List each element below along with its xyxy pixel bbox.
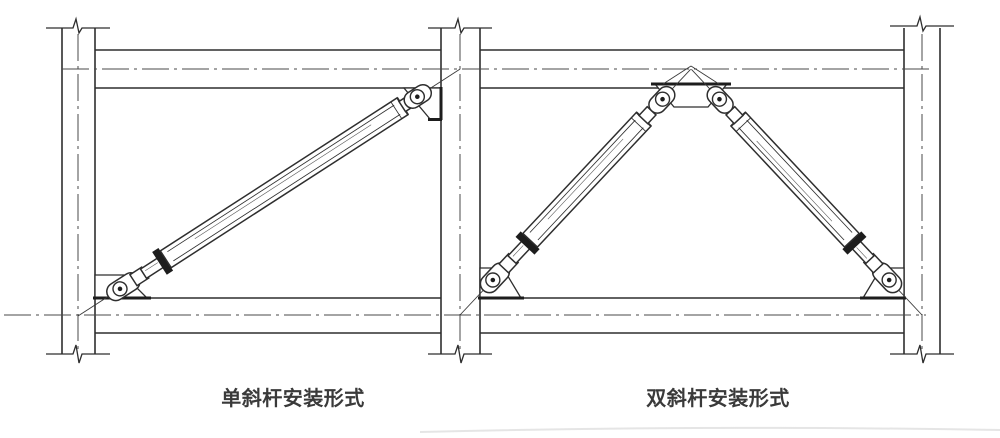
frame-grid [4, 14, 954, 364]
break-symbol-top-left [46, 16, 110, 35]
break-symbol-bottom-right [890, 344, 954, 364]
break-symbol-bottom-middle [428, 344, 492, 364]
apex-triangle [662, 65, 720, 85]
damper-brace-single-diagonal [69, 56, 469, 329]
break-symbol-bottom-left [46, 344, 110, 364]
break-symbol-top-right [890, 14, 954, 33]
caption-double-diagonal: 双斜杆安装形式 [646, 388, 790, 410]
beam-bottom [4, 297, 926, 334]
column-right [903, 28, 941, 354]
column-left [61, 28, 96, 354]
beam-top [62, 49, 934, 89]
break-symbol-top-middle [428, 16, 492, 35]
damper-brace-chevron-left [449, 59, 702, 325]
column-middle [440, 28, 481, 354]
damper-brace-chevron-right [680, 59, 933, 325]
caption-single-diagonal: 单斜杆安装形式 [221, 388, 365, 410]
scan-artifact [419, 426, 1000, 433]
break-symbols [46, 14, 954, 364]
